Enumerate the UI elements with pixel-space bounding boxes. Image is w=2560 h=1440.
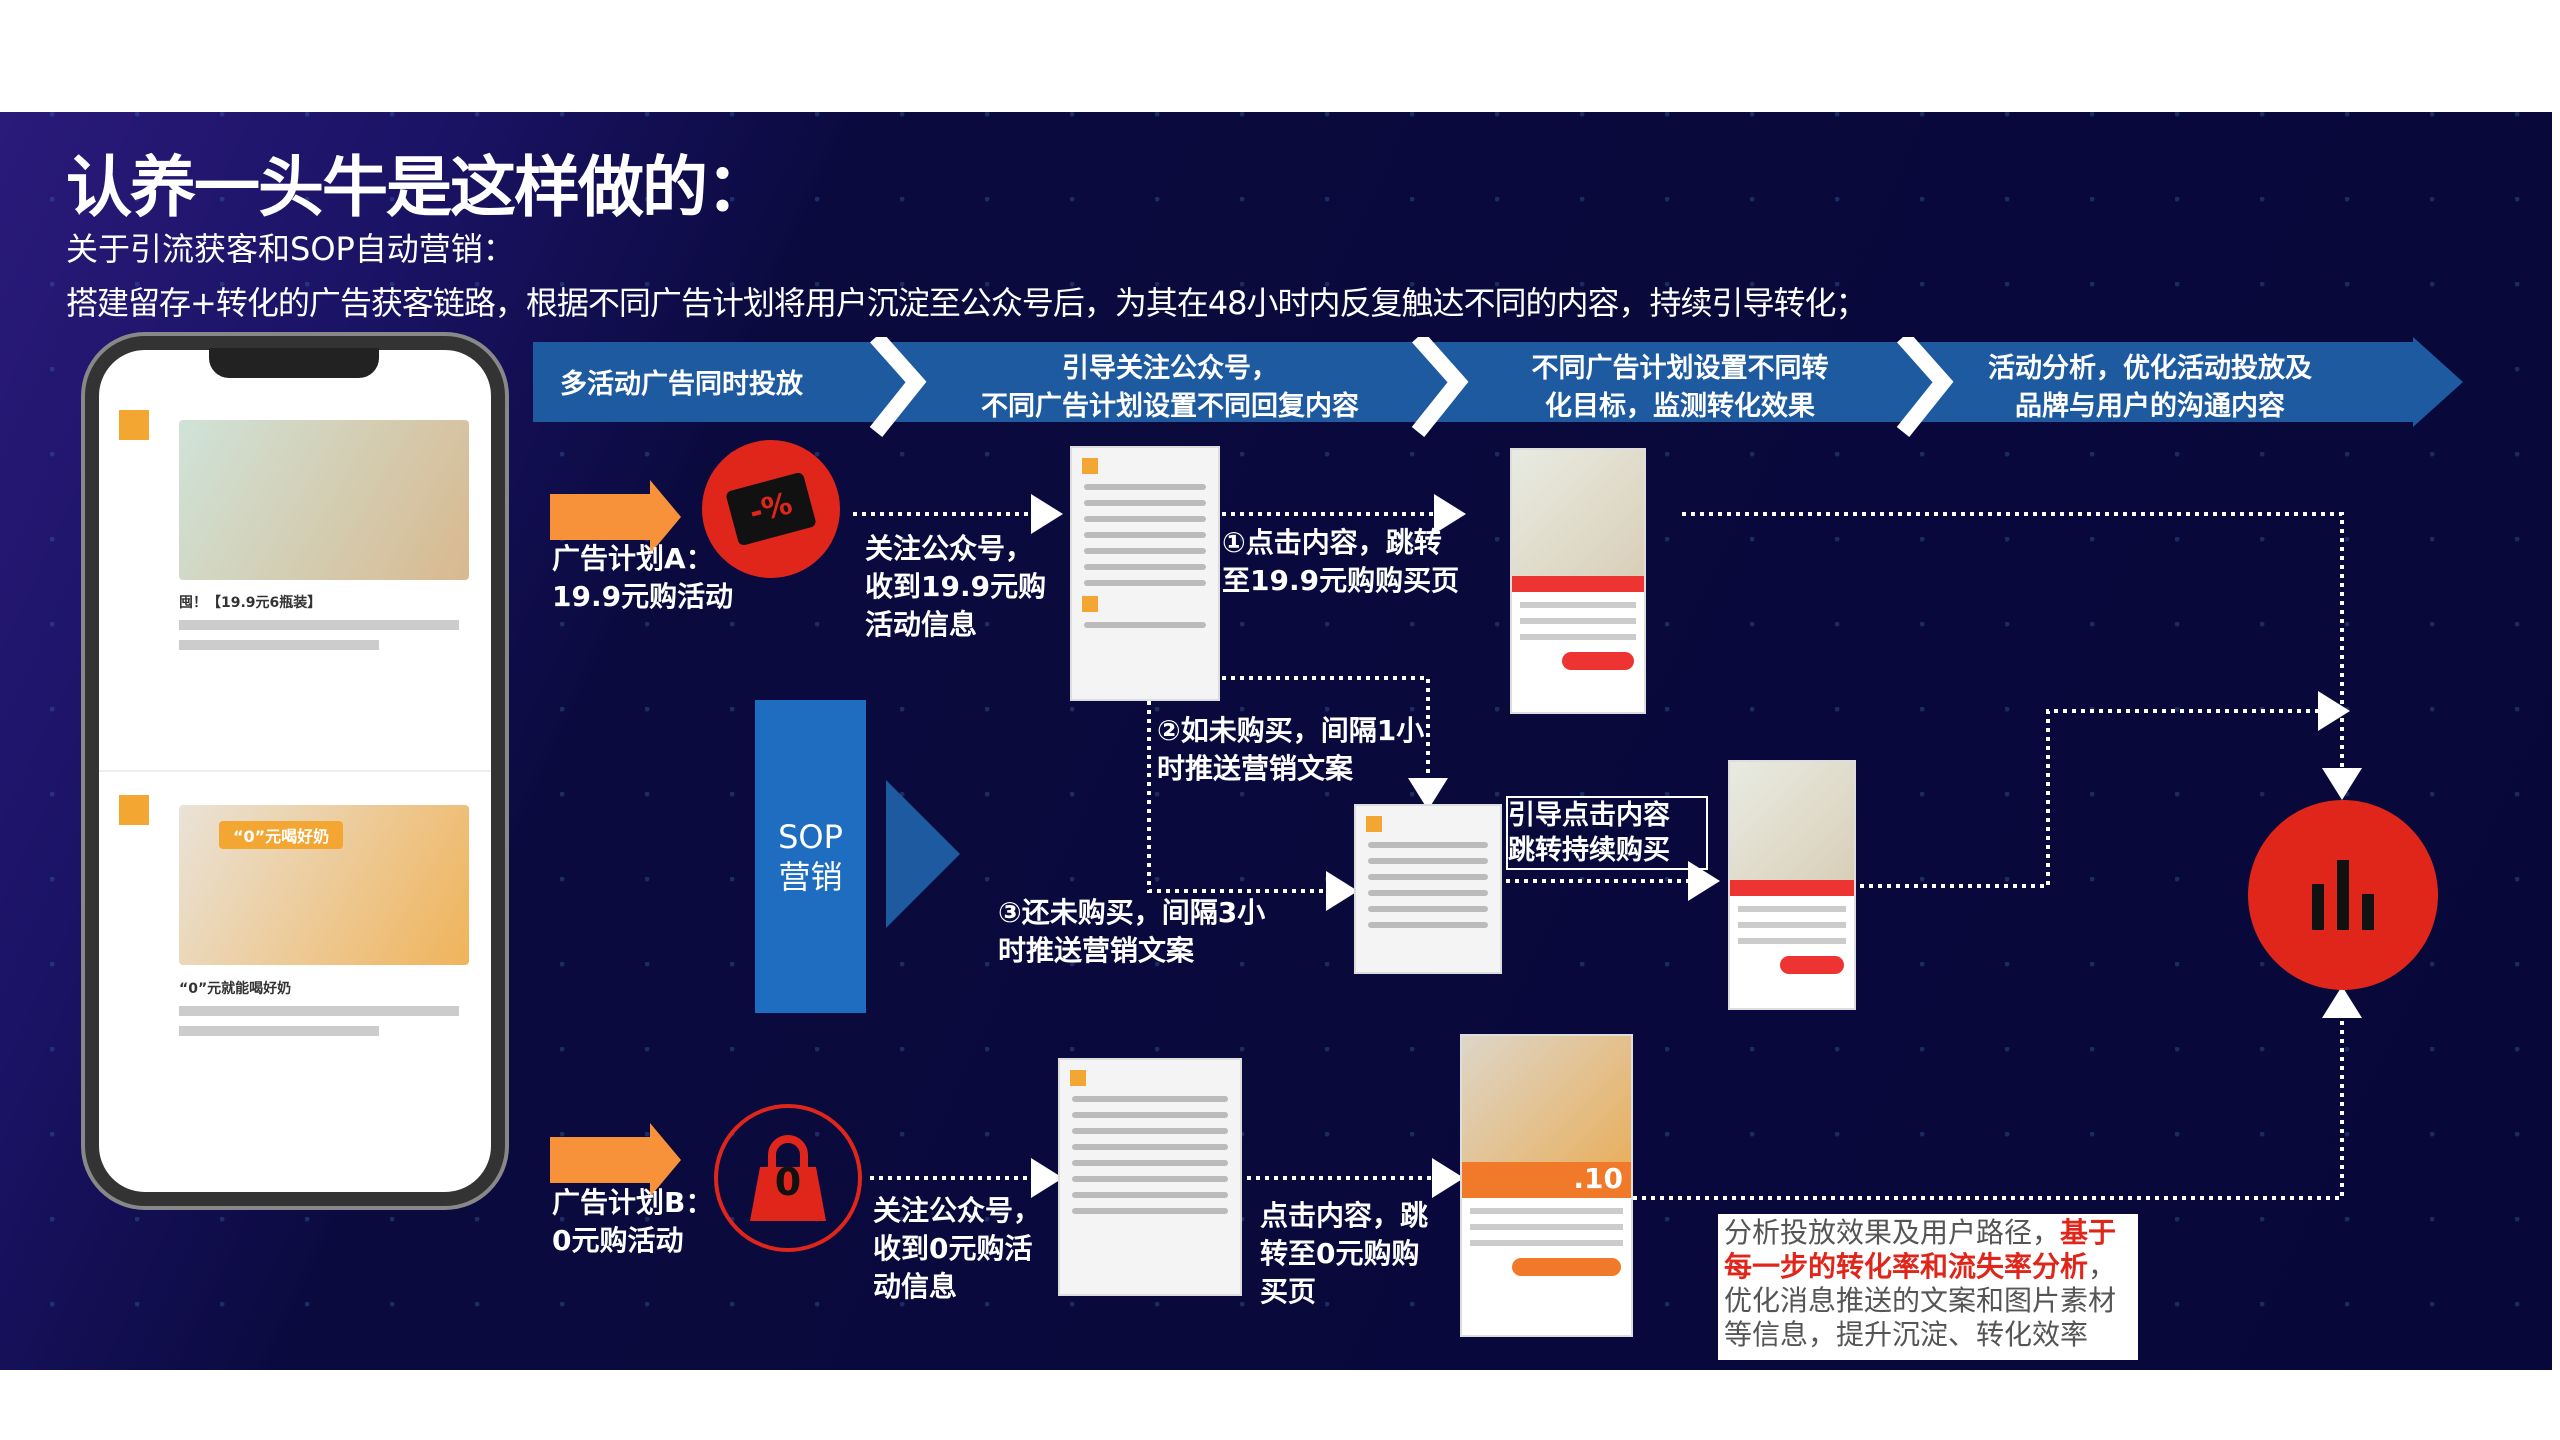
discount-coupon-icon: -% — [702, 440, 840, 578]
avatar — [119, 410, 149, 440]
banner-step-3: 不同广告计划设置不同转 化目标，监测转化效果 — [1531, 353, 1829, 422]
phone-notch — [209, 348, 379, 378]
ad-text — [179, 620, 459, 630]
sop-label: SOP 营销 — [778, 817, 843, 896]
ad-image: “0”元喝好奶 — [179, 805, 469, 965]
subtitle: 关于引流获客和SOP自动营销： — [66, 230, 515, 268]
message-screenshot — [1354, 804, 1502, 974]
slide: 认养一头牛是这样做的： 关于引流获客和SOP自动营销： 搭建留存+转化的广告获客… — [0, 112, 2552, 1370]
analysis-box: 分析投放效果及用户路径，基于每一步的转化率和流失率分析，优化消息推送的文案和图片… — [1718, 1214, 2138, 1360]
plan-a-follow-text: 关注公众号， 收到19.9元购 活动信息 — [865, 532, 1047, 641]
banner-step-4: 活动分析，优化活动投放及 品牌与用户的沟通内容 — [1988, 353, 2312, 422]
ad-banner-text: “0”元喝好奶 — [219, 821, 344, 849]
ad-title: 囤！【19.9元6瓶装】 — [179, 595, 322, 611]
process-banner — [533, 337, 2463, 437]
guide-box: 引导点击内容 跳转持续购买 — [1506, 796, 1708, 870]
description: 搭建留存+转化的广告获客链路，根据不同广告计划将用户沉淀至公众号后，为其在48小… — [66, 284, 1868, 322]
analysis-text: 分析投放效果及用户路径， — [1724, 1216, 2061, 1249]
message-screenshot — [1058, 1058, 1242, 1296]
step-3-text: ③还未购买，间隔3小 时推送营销文案 — [998, 896, 1266, 967]
analysis-highlight: 基于每一步的转化率和流失率分析 — [1724, 1216, 2117, 1283]
shopping-bag-icon: 0 — [714, 1104, 862, 1252]
analysis-text-end: ，优化消息推送的文案和图片素材等信息，提升沉淀、转化效率 — [1724, 1250, 2117, 1351]
banner-step-2: 引导关注公众号， 不同广告计划设置不同回复内容 — [981, 353, 1359, 422]
step-1-text: ①点击内容，跳转 至19.9元购购买页 — [1222, 526, 1460, 597]
step-2-text: ②如未购买，间隔1小 时推送营销文案 — [1157, 714, 1425, 785]
ad-text — [179, 1026, 379, 1036]
ad-text — [179, 1006, 459, 1016]
product-page-screenshot — [1728, 760, 1856, 1010]
page-title: 认养一头牛是这样做的： — [66, 149, 772, 226]
plan-b-click-text: 点击内容，跳 转至0元购购 买页 — [1260, 1199, 1429, 1308]
price-badge: .10 — [1462, 1161, 1631, 1198]
phone-mockup: 囤！【19.9元6瓶装】 “0”元喝好奶 “0”元就能喝好奶 — [85, 336, 505, 1206]
avatar — [119, 795, 149, 825]
bag-zero: 0 — [774, 1160, 802, 1204]
plan-a-label: 广告计划A： 19.9元购活动 — [552, 542, 734, 613]
divider — [99, 770, 491, 772]
ad-text — [179, 640, 379, 650]
plan-b-follow-text: 关注公众号， 收到0元购活 动信息 — [873, 1194, 1042, 1303]
banner-step-1: 多活动广告同时投放 — [560, 369, 803, 400]
message-screenshot — [1070, 446, 1220, 701]
product-page-screenshot: .10 — [1460, 1034, 1633, 1337]
sop-block: SOP 营销 — [755, 700, 866, 1013]
sop-triangle — [886, 780, 960, 928]
orange-arrow-b — [550, 1123, 681, 1197]
product-page-screenshot — [1510, 448, 1646, 714]
ad-image — [179, 420, 469, 580]
ad-title: “0”元就能喝好奶 — [179, 981, 292, 997]
bar-chart-icon — [2248, 800, 2438, 990]
orange-arrow-a — [550, 480, 681, 554]
flow-connectors — [550, 480, 2362, 1200]
plan-b-label: 广告计划B： 0元购活动 — [552, 1186, 714, 1257]
